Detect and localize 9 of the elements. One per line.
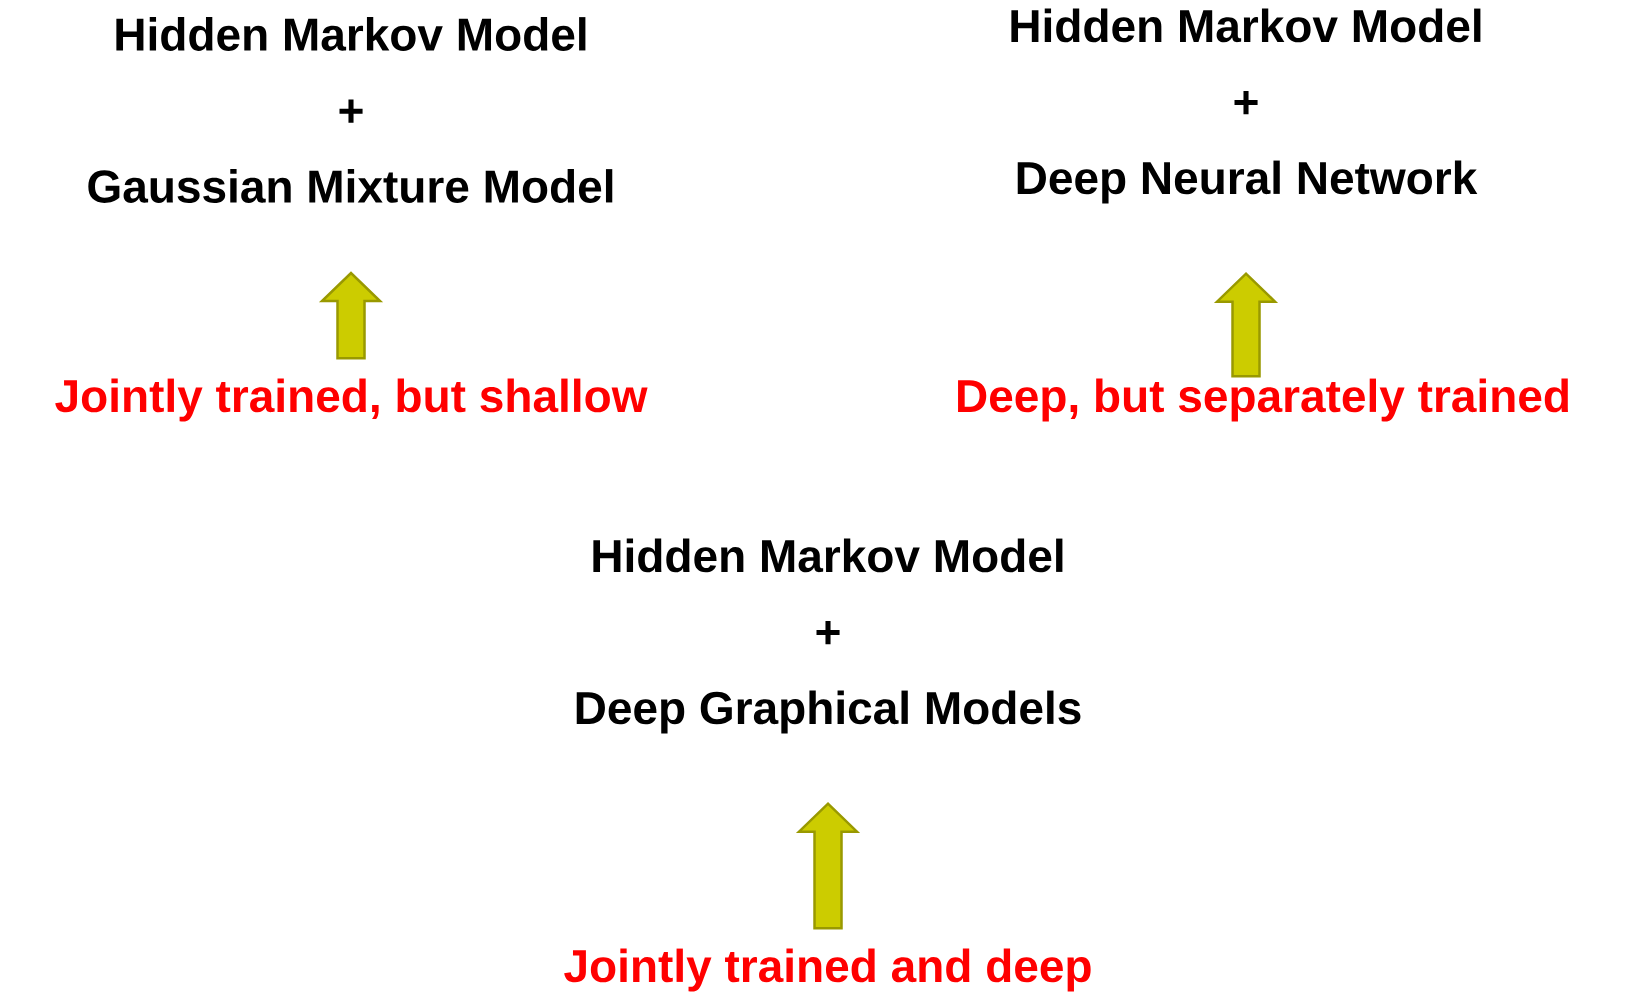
model-text: Hidden Markov Model + Deep Neural Network [1011,8,1481,204]
block-arrow [795,801,861,930]
block-arrow [1213,271,1279,378]
model-text: Hidden Markov Model + Deep Graphical Models [576,538,1081,734]
block-arrow [318,271,384,360]
caption-text: Deep, but separately trained [958,378,1568,422]
caption-text: Jointly trained and deep [564,948,1091,992]
model-text: Hidden Markov Model + Gaussian Mixture Model [88,17,613,203]
caption-text: Jointly trained, but shallow [55,378,648,422]
